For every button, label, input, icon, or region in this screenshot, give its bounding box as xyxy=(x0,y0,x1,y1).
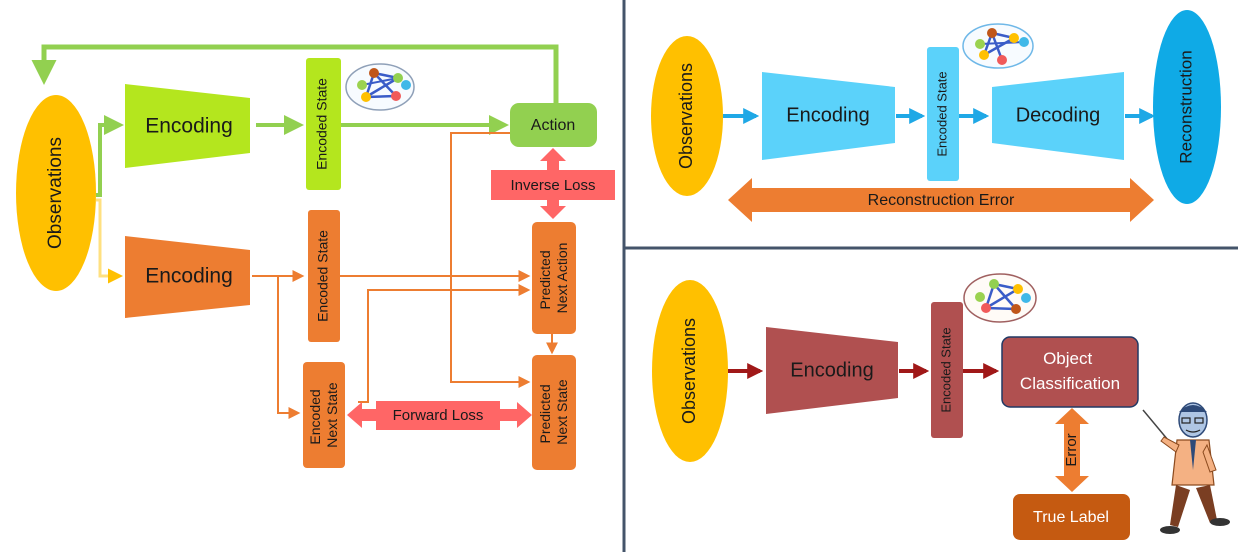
tr-observations-label: Observations xyxy=(676,63,696,169)
predicted-next-action-block[interactable] xyxy=(532,222,576,334)
br-encoded-state-block[interactable] xyxy=(931,302,963,438)
br-observations-label: Observations xyxy=(679,318,699,424)
forward-loss-block xyxy=(376,401,500,430)
br-encoded-state-label: Encoded State xyxy=(938,327,953,412)
tr-reconstruction-ellipse[interactable] xyxy=(1153,10,1221,204)
next-state-to-predicted-action-arrow xyxy=(358,284,531,403)
graph-icon xyxy=(345,63,415,111)
br-object-classification-line2: Classification xyxy=(1020,374,1120,393)
br-object-classification-block[interactable] xyxy=(1001,336,1139,408)
tr-observations-ellipse[interactable] xyxy=(651,36,723,196)
tr-decoding-block[interactable] xyxy=(992,72,1124,160)
encoding-bottom-label: Encoding xyxy=(145,265,233,288)
presenter-figure-icon xyxy=(1142,402,1230,534)
encoded-next-state-line2: Next State xyxy=(324,382,340,448)
encoded-state-top-label: Encoded State xyxy=(314,78,330,170)
forward-loss-label: Forward Loss xyxy=(393,407,484,424)
encoding-top-block[interactable] xyxy=(125,84,250,168)
encoded-next-state-label: Encoded Next State xyxy=(307,382,340,448)
action-to-predicted-state-arrow xyxy=(450,132,531,388)
br-graph-icon xyxy=(963,273,1037,323)
tr-graph-icon xyxy=(962,23,1034,69)
br-true-label-block[interactable] xyxy=(1013,494,1130,540)
tr-encoding-label: Encoding xyxy=(786,104,869,126)
inverse-loss-label: Inverse Loss xyxy=(510,177,595,194)
action-block[interactable] xyxy=(510,103,597,147)
predicted-next-state-line1: Predicted xyxy=(537,384,553,443)
encoded-next-state-block[interactable] xyxy=(303,362,345,468)
tr-decoding-label: Decoding xyxy=(1016,104,1101,126)
obs-to-encoding-green-arrow xyxy=(96,115,124,197)
encoded-state-bottom-block[interactable] xyxy=(308,210,340,342)
br-observations-ellipse[interactable] xyxy=(652,280,728,462)
tr-reconstruction-error-arrow xyxy=(728,178,1154,222)
predicted-next-action-line2: Next Action xyxy=(554,243,570,314)
tr-encoded-state-block[interactable] xyxy=(927,47,959,181)
tr-reconstruction-error-label: Reconstruction Error xyxy=(868,192,1015,209)
encoding-bottom-block[interactable] xyxy=(125,236,250,318)
observations-ellipse[interactable] xyxy=(16,95,96,291)
left-panel: Observations Encoding Encoded State xyxy=(16,44,615,470)
tr-reconstruction-label: Reconstruction xyxy=(1176,50,1195,163)
encoded-state-bottom-label: Encoded State xyxy=(315,230,331,322)
predicted-next-state-block[interactable] xyxy=(532,355,576,470)
action-label: Action xyxy=(531,117,575,134)
br-error-arrow xyxy=(1055,408,1089,492)
predicted-next-action-line1: Predicted xyxy=(537,250,553,309)
encoded-state-top-block[interactable] xyxy=(306,58,341,190)
br-error-label: Error xyxy=(1063,433,1080,466)
action-feedback-arrow xyxy=(31,44,559,103)
top-right-panel: Observations Encoding Encoded State Deco… xyxy=(651,10,1221,222)
br-encoding-block[interactable] xyxy=(766,327,898,414)
br-encoding-label: Encoding xyxy=(790,359,873,381)
br-true-label-text: True Label xyxy=(1033,509,1109,526)
predicted-next-action-label: Predicted Next Action xyxy=(537,243,570,314)
encoding-top-label: Encoding xyxy=(145,115,233,138)
tr-encoded-state-label: Encoded State xyxy=(934,71,949,156)
inverse-loss-block xyxy=(491,170,615,200)
bottom-right-panel: Observations Encoding Encoded State Obje… xyxy=(652,273,1230,540)
encoded-next-state-line1: Encoded xyxy=(307,389,323,444)
observations-label: Observations xyxy=(45,137,66,249)
br-object-classification-line1: Object xyxy=(1043,349,1092,368)
obs-to-encoding-yellow-arrow xyxy=(96,198,123,284)
predicted-next-state-line2: Next State xyxy=(554,379,570,445)
br-object-classification-label: Object Classification xyxy=(1020,349,1120,393)
predicted-next-state-label: Predicted Next State xyxy=(537,379,570,445)
encoding-to-next-state-arrow xyxy=(277,276,301,419)
tr-encoding-block[interactable] xyxy=(762,72,895,160)
